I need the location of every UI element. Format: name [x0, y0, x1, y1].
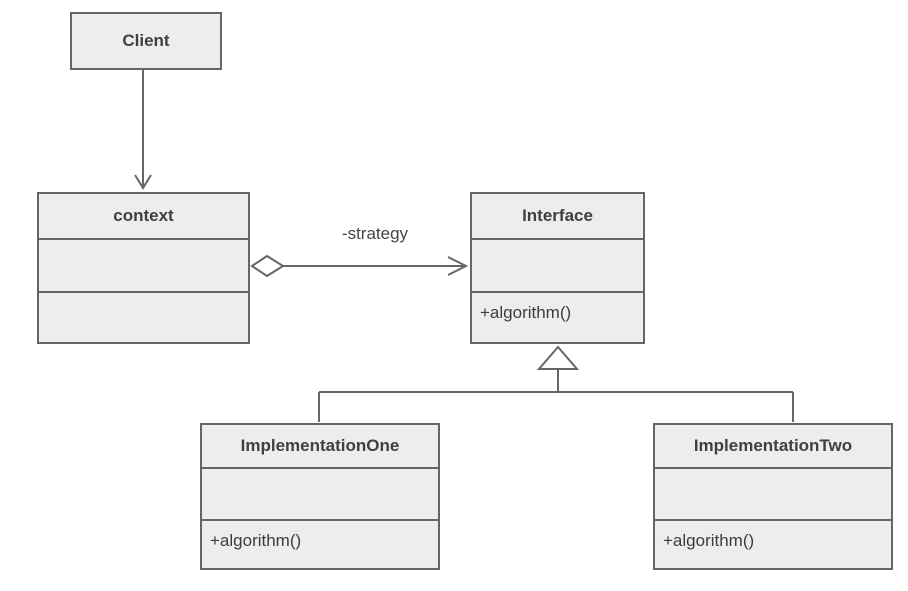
class-title: ImplementationOne [240, 436, 400, 455]
class-box-context: context [37, 192, 250, 344]
generalization-edge [318, 345, 794, 422]
class-box-client: Client [70, 12, 222, 70]
aggregation-diamond-icon [250, 254, 285, 278]
class-title: context [113, 206, 174, 225]
methods-compartment [39, 291, 248, 342]
attributes-compartment [39, 238, 248, 291]
class-title: Client [122, 31, 170, 50]
class-box-implementation-one: ImplementationOne +algorithm() [200, 423, 440, 570]
attributes-compartment [472, 238, 643, 291]
class-title: Interface [522, 206, 593, 225]
methods-compartment: +algorithm() [202, 519, 438, 568]
methods-compartment: +algorithm() [472, 291, 643, 342]
class-title: ImplementationTwo [693, 436, 853, 455]
methods-compartment: +algorithm() [655, 519, 891, 568]
generalization-triangle-icon [536, 345, 580, 370]
attributes-compartment [202, 467, 438, 519]
class-box-implementation-two: ImplementationTwo +algorithm() [653, 423, 893, 570]
class-box-interface: Interface +algorithm() [470, 192, 645, 344]
context-interface-aggregation-edge [250, 254, 469, 278]
client-context-association-edge [134, 70, 152, 190]
open-arrowhead-icon [447, 256, 469, 276]
open-arrowhead-icon [134, 174, 152, 190]
strategy-edge-label: -strategy [341, 224, 409, 243]
attributes-compartment [655, 467, 891, 519]
